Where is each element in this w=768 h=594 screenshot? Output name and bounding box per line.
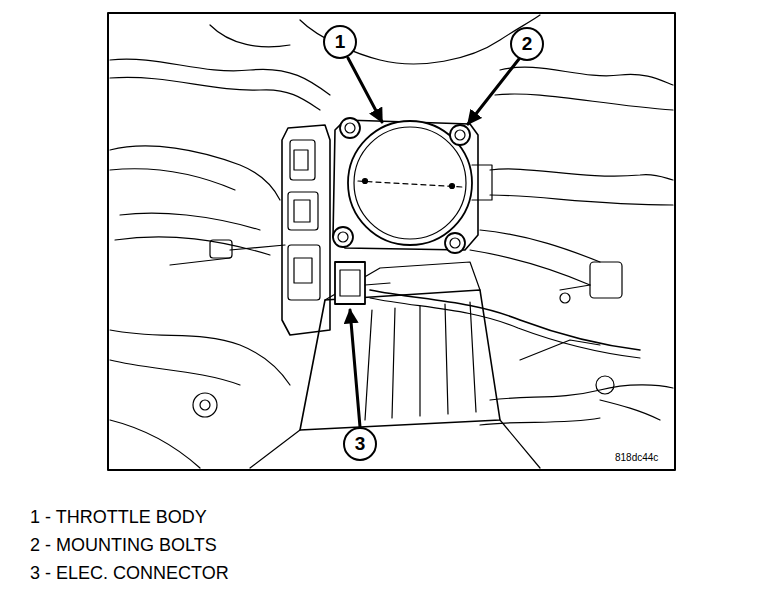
callout-circle: [344, 428, 376, 460]
figure-code: 818dc44c: [613, 452, 660, 463]
legend-entry: 1 - THROTTLE BODY: [30, 508, 207, 528]
legend-entry: 2 - MOUNTING BOLTS: [30, 536, 217, 556]
leader-line: [468, 59, 519, 124]
legend-entry: 3 - ELEC. CONNECTOR: [30, 564, 229, 584]
leader-line: [348, 58, 382, 122]
callout-circle: [511, 28, 543, 60]
leader-line: [350, 310, 360, 427]
callout-number: 1: [335, 32, 346, 53]
callout-number: 2: [522, 34, 533, 55]
frame: [108, 13, 675, 470]
callout-number: 3: [355, 434, 366, 455]
callout-circle: [324, 26, 356, 58]
